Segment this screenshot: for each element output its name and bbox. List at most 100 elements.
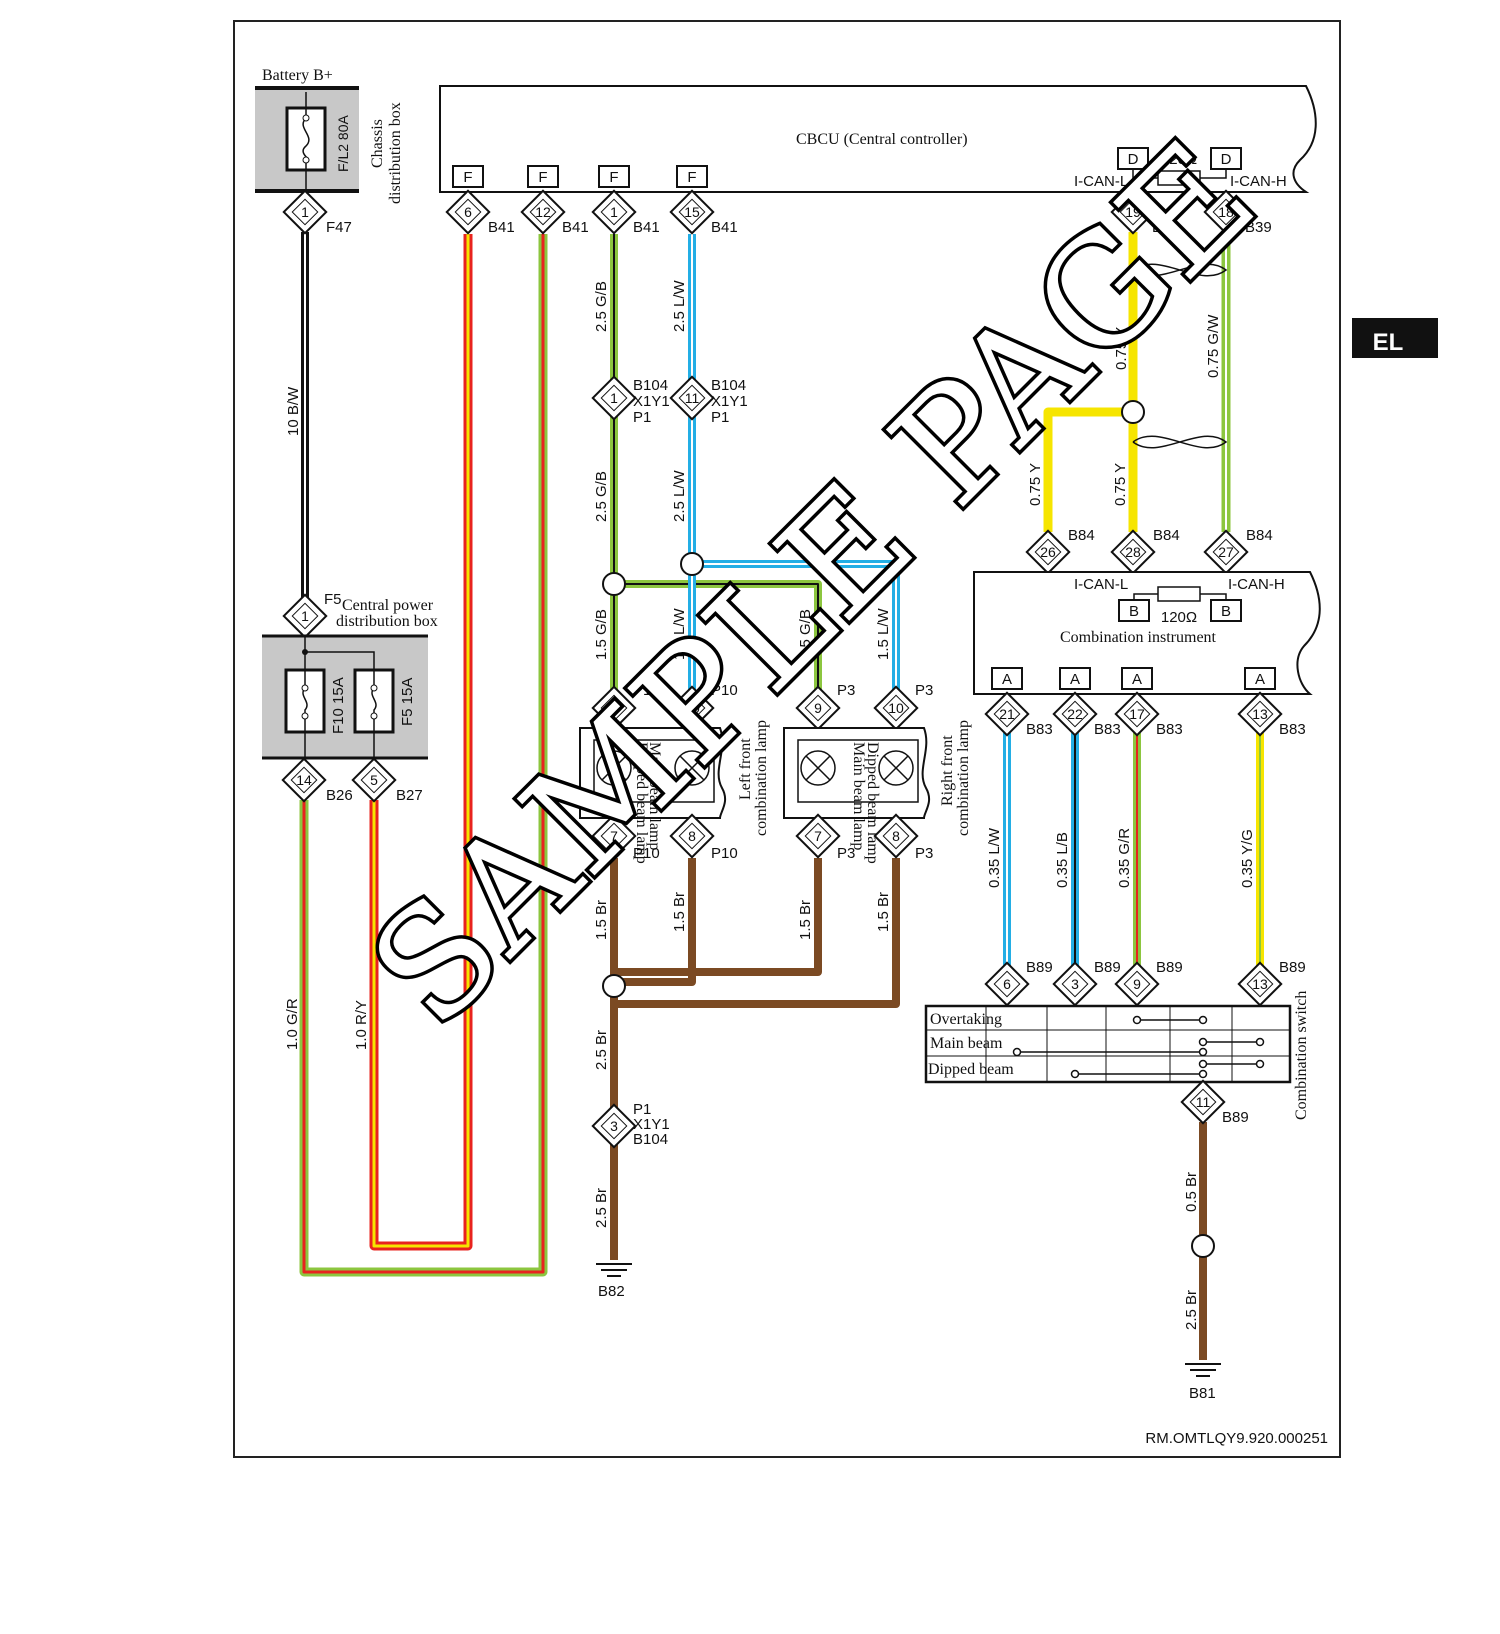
switch-title: Combination switch (1293, 991, 1310, 1120)
svg-text:28: 28 (1125, 544, 1141, 560)
svg-text:P3: P3 (837, 845, 855, 862)
svg-text:1.5 Br: 1.5 Br (593, 900, 610, 940)
wire-gr-red (302, 234, 545, 1274)
wire-label-075gw: 0.75 G/W (1205, 314, 1222, 378)
instrument-can-h: I-CAN-H (1228, 576, 1285, 593)
battery-title: Battery B+ (262, 67, 333, 84)
svg-text:P3: P3 (837, 682, 855, 699)
ground-b81-icon (1185, 1363, 1221, 1377)
svg-text:10: 10 (888, 700, 904, 716)
left-lamp-block: 9 P10 10 P10 Dipped beam lamp Main beam … (579, 682, 770, 864)
svg-text:6: 6 (1003, 976, 1011, 992)
right-main-lamp-icon (878, 750, 914, 786)
svg-text:B41: B41 (711, 219, 738, 236)
wire-label-075y-upper: 0.75 Y (1113, 327, 1130, 370)
svg-text:3: 3 (610, 1118, 618, 1134)
svg-text:P1: P1 (633, 1101, 651, 1118)
svg-text:B39: B39 (1152, 219, 1179, 236)
pin-b26-14: 14 (281, 757, 327, 803)
svg-text:F: F (609, 169, 618, 186)
conn-f5: F5 (324, 591, 342, 608)
pin-p10-7: 7 (591, 813, 637, 859)
wire-label-075y-b: 0.75 Y (1112, 463, 1129, 506)
svg-text:1.5 Br: 1.5 Br (875, 892, 892, 932)
svg-text:P1: P1 (633, 409, 651, 426)
svg-text:B89: B89 (1156, 959, 1183, 976)
svg-text:5: 5 (370, 772, 378, 788)
twisted-pair-symbols (1132, 263, 1228, 449)
left-lamp-label-2: combination lamp (753, 720, 770, 836)
svg-text:8: 8 (688, 828, 696, 844)
svg-text:X1Y1: X1Y1 (633, 1116, 670, 1133)
svg-text:8: 8 (892, 828, 900, 844)
fuse-f5-label: F5 15A (399, 678, 416, 726)
pin-p10-8: 8 (669, 813, 715, 859)
left-dipped-lamp-icon (596, 750, 632, 786)
right-lamp-label-1: Right front (939, 735, 956, 806)
pin-p3-7: 7 (795, 813, 841, 859)
pin-b83-21: 21 (984, 691, 1030, 737)
section-tab[interactable] (1352, 318, 1438, 358)
cbcu-can-h: I-CAN-H (1230, 173, 1287, 190)
pin-b84-26: 26 (1025, 529, 1071, 575)
svg-text:26: 26 (1040, 544, 1056, 560)
pin-b104-1: 1 (591, 375, 637, 421)
wire-label-035yg: 0.35 Y/G (1239, 829, 1256, 888)
wire-label-05br: 0.5 Br (1183, 1172, 1200, 1212)
battery-block: Battery B+ F/L2 80A Chassis distribution… (255, 67, 404, 436)
svg-text:P10: P10 (711, 845, 738, 862)
svg-text:B84: B84 (1246, 527, 1273, 544)
instrument-block: I-CAN-L I-CAN-H B B 120Ω Combination ins… (973, 571, 1321, 888)
wire-label-25lw-a: 2.5 L/W (671, 279, 688, 332)
pin-b89-11: 11 (1180, 1079, 1226, 1125)
svg-text:13: 13 (1252, 706, 1268, 722)
conn-f47: F47 (326, 219, 352, 236)
svg-text:P3: P3 (915, 845, 933, 862)
pin-f5-1: 1 (282, 593, 328, 639)
twist-upper (1132, 263, 1228, 277)
instrument-title: Combination instrument (1060, 629, 1217, 646)
pin-p3-8: 8 (873, 813, 919, 859)
pin-b84-28: 28 (1110, 529, 1156, 575)
svg-text:9: 9 (814, 700, 822, 716)
svg-text:17: 17 (1129, 706, 1145, 722)
chassis-label-1: Chassis (369, 119, 386, 168)
cbcu-box (439, 85, 1317, 193)
svg-text:1.5 Br: 1.5 Br (671, 892, 688, 932)
pin-b41-12: 12 (520, 189, 566, 235)
svg-text:P10: P10 (711, 682, 738, 699)
svg-text:X1Y1: X1Y1 (633, 393, 670, 410)
wire-lw-2-w (692, 563, 897, 690)
fuse-f10-label: F10 15A (330, 677, 347, 734)
svg-text:10: 10 (684, 700, 700, 716)
left-lamp-b-label: Main beam lamp (646, 742, 663, 850)
svg-text:13: 13 (1252, 976, 1268, 992)
svg-text:B41: B41 (562, 219, 589, 236)
splice-switch-ground (1191, 1234, 1215, 1258)
twist-lower (1132, 435, 1228, 449)
wire-red-r-yellow (372, 234, 470, 1248)
svg-text:B83: B83 (1094, 721, 1121, 738)
left-lamp-a-label: Dipped beam lamp (633, 742, 650, 864)
svg-text:B83: B83 (1156, 721, 1183, 738)
svg-text:B83: B83 (1279, 721, 1306, 738)
switch-block: 6 B89 3 B89 9 B89 13 B89 Overtaking Main (924, 959, 1310, 1402)
switch-contacts (1012, 1015, 1265, 1079)
svg-text:7: 7 (814, 828, 822, 844)
wires (299, 232, 1264, 1360)
splice-gb (602, 572, 626, 596)
svg-text:P10: P10 (633, 682, 660, 699)
switch-row-overtaking: Overtaking (930, 1011, 1002, 1028)
can-bus-block: 0.75 Y 0.75 G/W 0.75 Y 0.75 Y 26 B84 28 … (1025, 314, 1273, 575)
wire-can-l-2 (1043, 407, 1133, 532)
svg-text:B104: B104 (711, 377, 746, 394)
pin-b104-3: 3 (591, 1103, 637, 1149)
wire-label-10bw: 10 B/W (285, 386, 302, 436)
svg-text:1: 1 (610, 204, 618, 220)
svg-text:3: 3 (1071, 976, 1079, 992)
pin-b41-6: 6 (445, 189, 491, 235)
wire-label-25br-sw: 2.5 Br (1183, 1290, 1200, 1330)
svg-text:1.5 Br: 1.5 Br (797, 900, 814, 940)
svg-text:21: 21 (999, 706, 1015, 722)
